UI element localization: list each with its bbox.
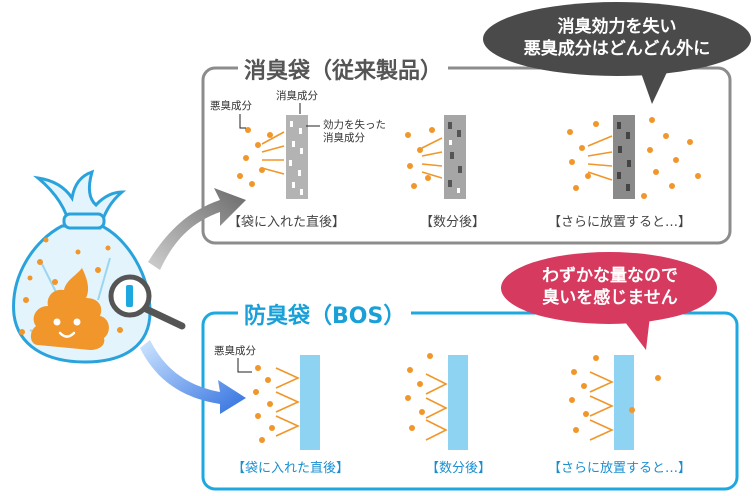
conventional-stage-2-dots bbox=[405, 127, 435, 189]
bos-stage-1-wall bbox=[300, 355, 320, 450]
bos-stage-2-dots bbox=[405, 353, 433, 431]
bos-panel bbox=[201, 311, 739, 491]
bos-speech-bubble bbox=[501, 252, 717, 350]
bos-stage-1-reflect-arrows bbox=[275, 367, 300, 437]
bos-bubble-line-1: わずかな量なので bbox=[542, 266, 678, 286]
conventional-speech-bubble bbox=[483, 2, 751, 104]
conventional-bubble-line-2: 悪臭成分はどんどん外に bbox=[523, 39, 711, 59]
bos-stage-1-leader bbox=[237, 358, 252, 373]
bos-stage-2-wall bbox=[448, 355, 468, 450]
conventional-stage-1-wall bbox=[286, 115, 308, 199]
conventional-title: 消臭袋（従来製品） bbox=[238, 53, 449, 85]
conventional-stage-3-arrows bbox=[587, 135, 613, 181]
bag-odor-dots bbox=[19, 237, 133, 335]
bos-stage-2-caption: 【数分後】 bbox=[426, 461, 492, 476]
bos-bubble-line-2: 臭いを感じません bbox=[542, 288, 678, 308]
conventional-stage-2-arrows bbox=[421, 137, 443, 179]
conventional-stage-2-caption: 【数分後】 bbox=[420, 215, 486, 230]
conventional-panel bbox=[201, 66, 732, 245]
conventional-bubble-text: 消臭効力を失い 悪臭成分はどんどん外に bbox=[510, 16, 724, 60]
arrow-to-bos bbox=[140, 340, 246, 414]
bos-title: 防臭袋（BOS） bbox=[238, 298, 412, 330]
bos-bubble-text: わずかな量なので 臭いを感じません bbox=[520, 265, 700, 309]
arrow-to-conventional bbox=[148, 188, 246, 270]
magnifier-icon bbox=[108, 274, 186, 330]
conventional-stage-3-wall bbox=[613, 115, 635, 199]
bos-stage-3-wall bbox=[614, 355, 634, 450]
spent-label-line-1: 効力を失った bbox=[323, 119, 386, 131]
bos-stage-1-dots bbox=[253, 365, 275, 443]
conventional-stage-1-caption: 【袋に入れた直後】 bbox=[228, 215, 346, 230]
bos-stage-2-reflect-arrows bbox=[425, 373, 448, 441]
conventional-stage-2-wall bbox=[444, 115, 466, 199]
bos-stage-3-reflect-arrows bbox=[589, 371, 614, 441]
conventional-stage-3-caption: 【さらに放置すると…】 bbox=[548, 215, 692, 230]
conventional-spent-label: 効力を失った 消臭成分 bbox=[323, 119, 386, 145]
conventional-bubble-line-1: 消臭効力を失い bbox=[557, 17, 677, 37]
spent-label-line-2: 消臭成分 bbox=[323, 132, 365, 144]
conventional-stage-3-dots bbox=[567, 117, 701, 199]
bos-odor-label: 悪臭成分 bbox=[214, 345, 256, 357]
conventional-stage-1-dots bbox=[237, 127, 273, 187]
bos-stage-3-caption: 【さらに放置すると…】 bbox=[548, 461, 692, 476]
bos-stage-3-dots bbox=[569, 355, 661, 433]
conventional-deodorant-label: 消臭成分 bbox=[276, 90, 318, 102]
bos-stage-1-caption: 【袋に入れた直後】 bbox=[232, 461, 350, 476]
conventional-stage-1-leaders bbox=[239, 103, 320, 129]
conventional-odor-label: 悪臭成分 bbox=[210, 100, 252, 112]
conventional-stage-1-arrows bbox=[261, 131, 285, 175]
poop-icon bbox=[30, 268, 109, 350]
